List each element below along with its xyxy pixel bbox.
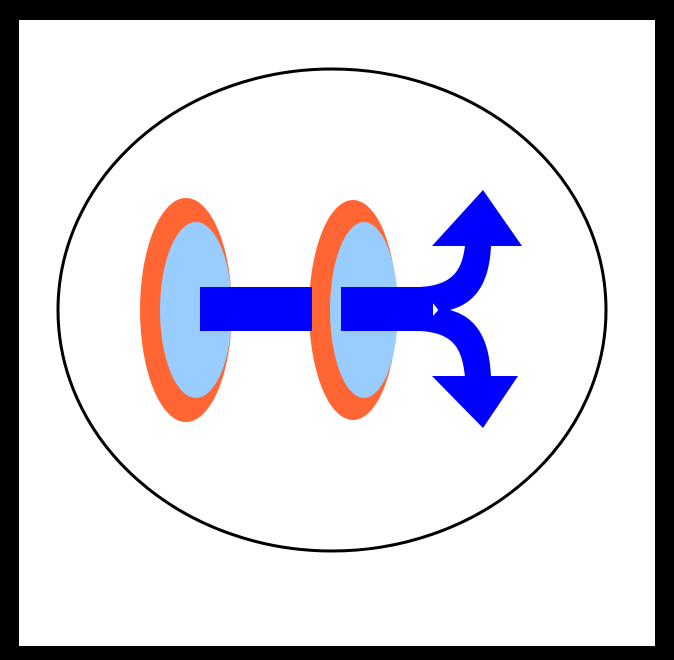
split-arrow-down	[420, 308, 518, 428]
split-arrow-up	[420, 190, 522, 312]
output-bar	[341, 287, 433, 331]
connector-bar	[200, 287, 312, 331]
